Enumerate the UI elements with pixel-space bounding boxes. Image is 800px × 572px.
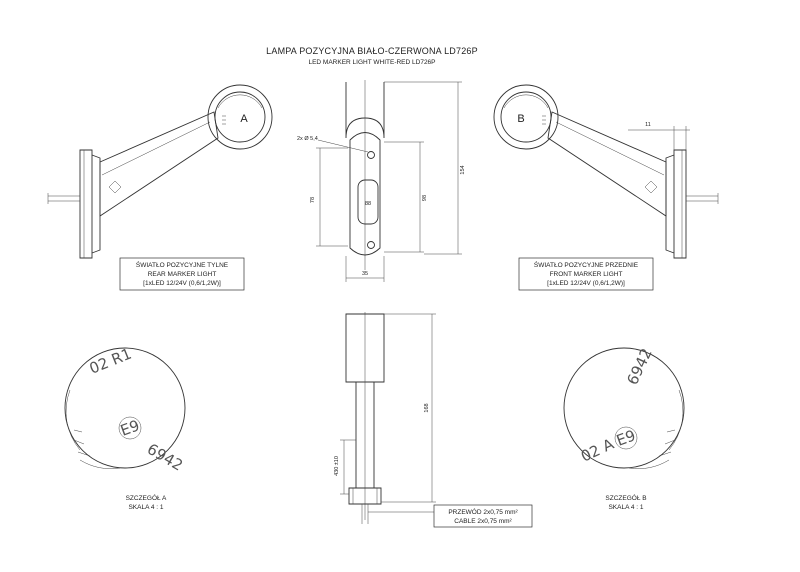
center-post-view bbox=[345, 312, 385, 524]
rear-light-side-view: A bbox=[47, 84, 273, 259]
detail-a-scale: SKALA 4 : 1 bbox=[128, 504, 163, 511]
dim-hole-label: 2x Ø 5,4 bbox=[297, 136, 318, 142]
rear-detail-letter: A bbox=[240, 113, 248, 125]
dim-35-label: 35 bbox=[362, 271, 368, 277]
detail-a-stamp-num: 6942 bbox=[144, 440, 186, 475]
dim-11-label: 11 bbox=[645, 122, 651, 128]
front-light-side-view: B bbox=[493, 84, 719, 259]
detail-b-stamp-num: 02 A bbox=[578, 435, 617, 466]
detail-a-view: 02 R1 E9 6942 bbox=[64, 345, 186, 475]
front-light-label-box bbox=[518, 257, 654, 291]
dim-154-label: 154 bbox=[460, 165, 466, 174]
drawing-title: LAMPA POZYCYJNA BIAŁO-CZERWONA LD726P bbox=[266, 46, 478, 56]
rear-light-label-pl: ŚWIATŁO POZYCYJNE TYLNE bbox=[136, 260, 229, 269]
front-light-label-en: FRONT MARKER LIGHT bbox=[550, 271, 623, 278]
dim-98-label: 98 bbox=[422, 195, 428, 201]
drawing-subtitle: LED MARKER LIGHT WHITE-RED LD726P bbox=[308, 59, 435, 66]
detail-a-label: SZCZEGÓŁ A bbox=[126, 493, 167, 502]
detail-b-view: 6942 E9 02 A bbox=[563, 345, 685, 469]
detail-a-stamp-mark: E9 bbox=[118, 416, 142, 439]
dim-430-label: 430 ±10 bbox=[334, 456, 340, 476]
rear-light-label-en: REAR MARKER LIGHT bbox=[148, 271, 217, 278]
detail-b-label: SZCZEGÓŁ B bbox=[605, 493, 646, 502]
detail-b-scale: SKALA 4 : 1 bbox=[608, 504, 643, 511]
cable-label-en: CABLE 2x0,75 mm² bbox=[454, 518, 512, 525]
rear-light-spec: [1xLED 12/24V (0,6/1,2W)] bbox=[143, 280, 221, 287]
rear-light-label-box bbox=[119, 257, 245, 291]
center-front-view: 88 bbox=[345, 80, 385, 270]
cable-label-pl: PRZEWÓD 2x0,75 mm² bbox=[448, 507, 518, 516]
front-light-label-pl: ŚWIATŁO POZYCYJNE PRZEDNIE bbox=[534, 260, 639, 269]
dim-78-label: 78 bbox=[310, 197, 316, 203]
dim-168-label: 168 bbox=[424, 403, 430, 412]
front-detail-letter: B bbox=[517, 113, 524, 125]
detail-b-stamp-mark: E9 bbox=[614, 426, 638, 449]
detail-b-stamp-top: 6942 bbox=[623, 345, 655, 387]
front-light-spec: [1xLED 12/24V (0,6/1,2W)] bbox=[547, 280, 625, 287]
dim-88-label: 88 bbox=[365, 201, 371, 207]
cable-label-box bbox=[433, 504, 533, 528]
